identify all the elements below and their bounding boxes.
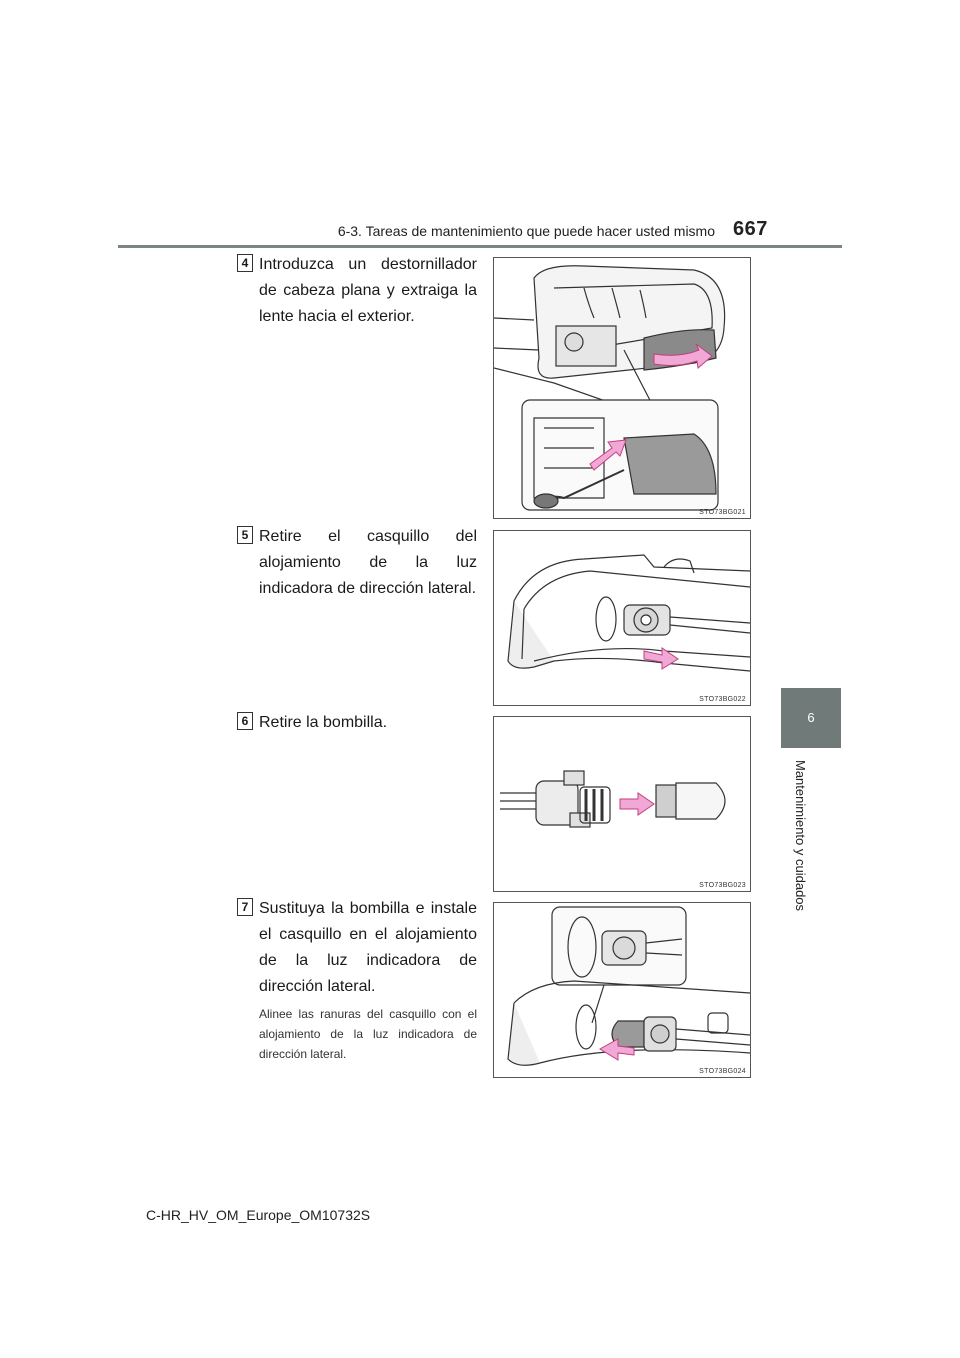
figure-code: STO73BG023 xyxy=(699,882,746,889)
step-instruction: Retire el casquillo del alojamiento de l… xyxy=(259,528,477,597)
figure-code: STO73BG024 xyxy=(699,1068,746,1075)
chapter-number: 6 xyxy=(807,710,815,725)
figure-code: STO73BG022 xyxy=(699,696,746,703)
step-instruction: Sustituya la bombilla e instale el casqu… xyxy=(259,900,477,995)
step-number-badge: 7 xyxy=(237,898,253,916)
bulb-diagram xyxy=(500,770,726,828)
figure-code: STO73BG021 xyxy=(699,509,746,516)
chapter-tab xyxy=(781,688,841,748)
step-instruction: Introduzca un destornillador de cabeza p… xyxy=(259,256,477,325)
step-instruction: Retire la bombilla. xyxy=(259,714,388,731)
step-note: Alinee las ranuras del casquillo con el … xyxy=(259,1007,477,1061)
socket-install-diagram xyxy=(507,906,750,1066)
chapter-title: Mantenimiento y cuidados xyxy=(793,760,808,912)
illustration-socket-removal: STO73BG022 xyxy=(493,530,751,706)
section-title: 6-3. Tareas de mantenimiento que puede h… xyxy=(337,223,715,239)
step-number-badge: 6 xyxy=(237,712,253,730)
step-number-badge: 4 xyxy=(237,254,253,272)
step-number-badge: 5 xyxy=(237,526,253,544)
illustration-socket-install: STO73BG024 xyxy=(493,902,751,1078)
socket-housing-diagram xyxy=(507,554,750,672)
page-number: 667 xyxy=(733,218,768,240)
header-divider xyxy=(118,245,842,248)
illustration-lens-removal: STO73BG021 xyxy=(493,257,751,519)
mirror-lens-diagram xyxy=(494,265,726,511)
document-id: C-HR_HV_OM_Europe_OM10732S xyxy=(146,1207,371,1223)
illustration-bulb-removal: STO73BG023 xyxy=(493,716,751,892)
